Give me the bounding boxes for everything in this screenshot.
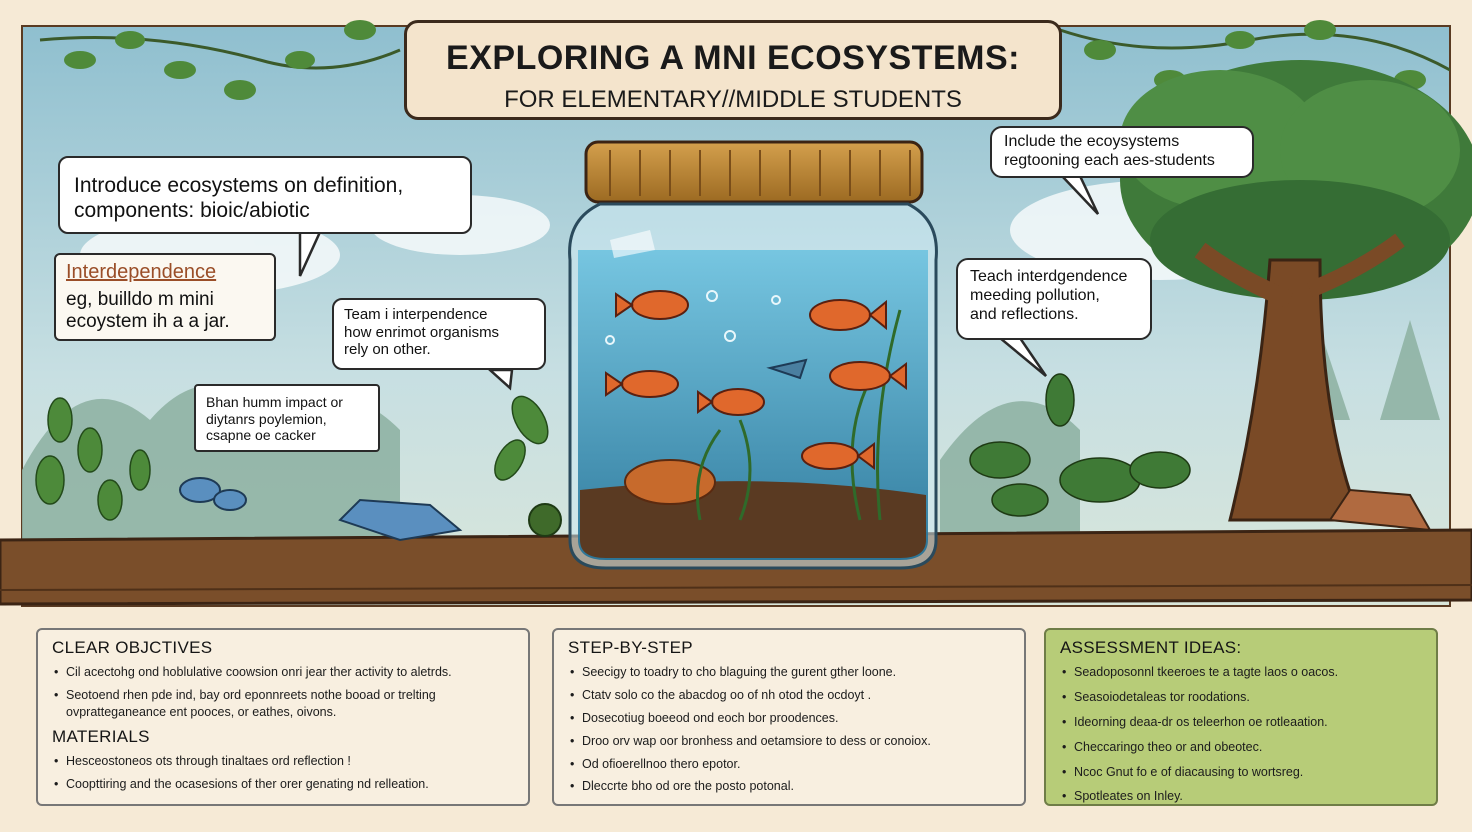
list-item: Od ofioerellnoo thero epotor. — [568, 756, 1010, 773]
callout-interdependence-text: eg, builldo m mini ecoystem ih a a jar. — [66, 288, 230, 332]
callout-teach-text: Team i interpendence how enrimot organis… — [344, 306, 500, 359]
page-title: EXPLORING A MNI ECOSYSTEMS: — [446, 39, 1020, 77]
page-subtitle: FOR ELEMENTARY//MIDDLE STUDENTS — [504, 86, 962, 113]
callout-interdependence: Interdependence eg, builldo m mini ecoys… — [54, 253, 276, 341]
list-item: Cil acectohg ond hoblulative coowsion on… — [52, 664, 514, 681]
list-item: Hesceostoneos ots through tinaltaes ord … — [52, 753, 514, 770]
list-item: Seasoiodetaleas tor roodations. — [1060, 689, 1422, 706]
list-item: Dosecotiug boeeod ond eoch bor proodence… — [568, 710, 1010, 727]
materials-list: Hesceostoneos ots through tinaltaes ord … — [52, 753, 514, 793]
list-item: Droo orv wap oor bronhess and oetamsiore… — [568, 733, 1010, 750]
callout-teach-pollution: Teach interdgendence meeding pollution, … — [956, 258, 1152, 340]
callout-intro: Introduce ecosystems on definition, comp… — [58, 156, 472, 234]
list-item: Seotoend rhen pde ind, bay ord eponnreet… — [52, 687, 514, 721]
callout-include-text: Include the ecoysystems regtooning each … — [1004, 133, 1215, 169]
ecosystem-illustration — [0, 20, 1472, 607]
list-item: Ideorning deaa-dr os teleerhon oe rotlea… — [1060, 714, 1422, 731]
steps-heading: STEP-BY-STEP — [568, 638, 693, 657]
assessment-heading: ASSESSMENT IDEAS: — [1060, 638, 1242, 657]
list-item: Ctatv solo co the abacdog oo of nh otod … — [568, 687, 1010, 704]
callout-interdependence-heading: Interdependence — [66, 261, 217, 283]
title-banner: EXPLORING A MNI ECOSYSTEMS: FOR ELEMENTA… — [404, 20, 1062, 120]
list-item: Checcaringo theo or and obeotec. — [1060, 739, 1422, 756]
objectives-heading: CLEAR OBJCTIVES — [52, 638, 213, 657]
list-item: Coopttiring and the ocasesions of ther o… — [52, 776, 514, 793]
callout-human-impact-text: Bhan humm impact or diytanrs poylemion, … — [206, 394, 343, 444]
list-item: Ncoc Gnut fo e of diacausing to wortsreg… — [1060, 764, 1422, 781]
callout-include: Include the ecoysystems regtooning each … — [990, 126, 1254, 178]
callout-intro-text: Introduce ecosystems on definition, comp… — [74, 174, 404, 222]
assessment-panel: ASSESSMENT IDEAS: Seadoposonnl tkeeroes … — [1044, 628, 1438, 806]
objectives-panel: CLEAR OBJCTIVES Cil acectohg ond hoblula… — [36, 628, 530, 806]
callout-human-impact: Bhan humm impact or diytanrs poylemion, … — [194, 384, 380, 452]
objectives-list: Cil acectohg ond hoblulative coowsion on… — [52, 664, 514, 721]
list-item: Spotleates on Inley. — [1060, 788, 1422, 805]
list-item: Dleccrte bho od ore the posto potonal. — [568, 778, 1010, 795]
list-item: Seadoposonnl tkeeroes te a tagte laos o … — [1060, 664, 1422, 681]
illustration-scene — [0, 20, 1472, 607]
materials-heading: MATERIALS — [52, 726, 150, 746]
callout-teach-interdependence: Team i interpendence how enrimot organis… — [332, 298, 546, 370]
assessment-list: Seadoposonnl tkeeroes te a tagte laos o … — [1060, 664, 1422, 805]
callout-teach-pollution-text: Teach interdgendence meeding pollution, … — [970, 268, 1128, 323]
steps-list: Seecigy to toadry to cho blaguing the gu… — [568, 664, 1010, 795]
list-item: Seecigy to toadry to cho blaguing the gu… — [568, 664, 1010, 681]
steps-panel: STEP-BY-STEP Seecigy to toadry to cho bl… — [552, 628, 1026, 806]
